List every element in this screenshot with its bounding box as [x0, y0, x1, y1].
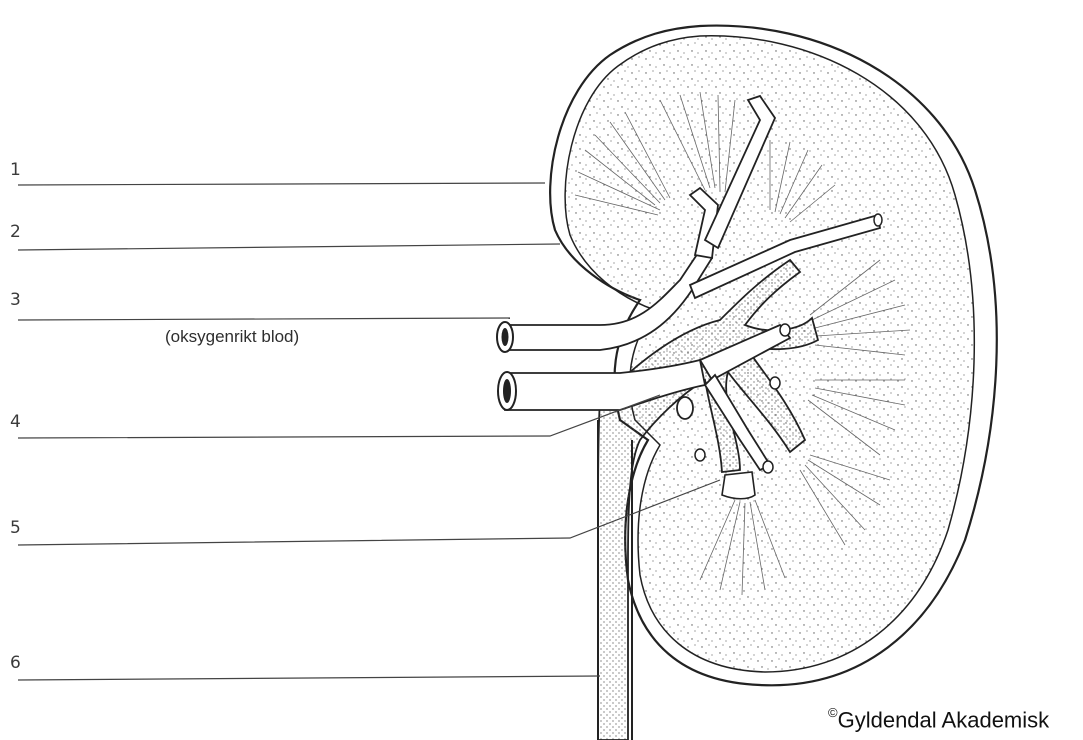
leader-line-1 [18, 183, 545, 185]
copyright-symbol: © [828, 705, 838, 720]
publisher-name: Gyldendal Akademisk [838, 707, 1050, 732]
label-5: 5 [10, 518, 21, 538]
vessel-cut-end-4 [874, 214, 882, 226]
vessel-cut-end-5 [763, 461, 773, 473]
leader-line-6 [18, 676, 600, 680]
oxygen-rich-blood-caption: (oksygenrikt blod) [165, 327, 299, 347]
vessel-cut-end-3 [780, 324, 790, 336]
vein-opening-inner [503, 379, 511, 403]
leader-line-3 [18, 318, 510, 320]
leader-line-2 [18, 244, 560, 250]
label-1: 1 [10, 160, 21, 180]
label-3: 3 [10, 290, 21, 310]
label-6: 6 [10, 653, 21, 673]
minor-calyx-bottom [722, 472, 755, 499]
vessel-cut-end-2 [770, 377, 780, 389]
vessel-cut-end-1 [677, 397, 693, 419]
label-4: 4 [10, 412, 21, 432]
copyright-credit: ©Gyldendal Akademisk [828, 707, 1049, 733]
artery-opening-inner [502, 328, 509, 346]
label-2: 2 [10, 222, 21, 242]
vessel-cut-end-6 [695, 449, 705, 461]
